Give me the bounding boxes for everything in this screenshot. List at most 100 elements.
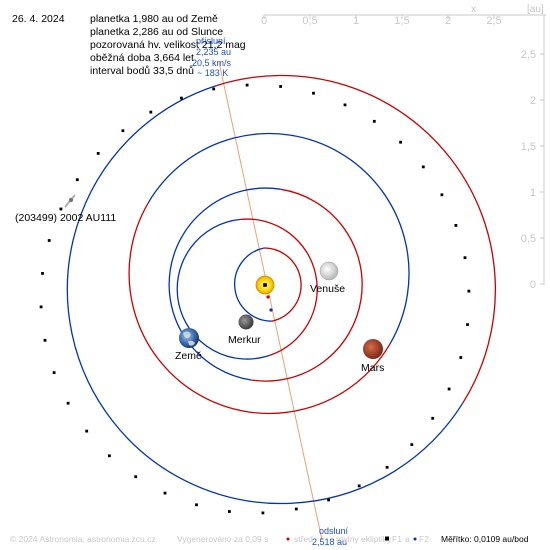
apsis-near-info: přísluní 2,235 au 20,5 km/s ~ 183 K — [192, 36, 232, 78]
asteroid-position-dot — [180, 96, 183, 100]
asteroid-position-dot — [343, 103, 347, 107]
asteroid-position-dot — [59, 207, 63, 211]
mars-orbit-blue — [147, 132, 410, 345]
right-axis-tick-label: 2,5 — [521, 49, 536, 61]
asteroid-position-dot — [459, 356, 463, 359]
asteroid-position-dot — [52, 371, 56, 374]
apsis-far-distance: 2,518 au — [312, 537, 347, 547]
right-axis-ticks: 2,5 2 1,5 1 0,5 0 — [521, 49, 544, 291]
asteroid-position-dot — [294, 507, 298, 511]
earth-orbit-red — [251, 188, 363, 382]
sun-center-marker — [263, 283, 267, 287]
asteroid-position-dot — [149, 110, 153, 114]
legend-above-dot — [286, 537, 290, 541]
right-axis-tick-label: 1 — [530, 187, 536, 199]
earth-orbit-blue — [168, 187, 281, 381]
footer: © 2024 Astronomia, astronomia.zcu.cz Vyg… — [10, 534, 529, 544]
right-axis-tick-label: 1,5 — [521, 141, 536, 153]
asteroid-position-dot — [279, 85, 282, 88]
right-axis-tick-label: 0 — [530, 279, 536, 291]
asteroid-position-dot — [463, 256, 467, 260]
asteroid-position-dot — [212, 87, 216, 91]
info-line: pozorovaná hv. velikost 21,2 mag — [90, 39, 246, 51]
asteroid-position-dot — [43, 338, 47, 342]
mars-label: Mars — [361, 362, 384, 374]
asteroid-position-dot — [372, 119, 376, 123]
asteroid-label: (203499) 2002 AU111 — [15, 212, 116, 224]
asteroid-position-dot — [47, 239, 51, 242]
asteroid-position-dot — [228, 510, 231, 513]
asteroid-position-dot — [245, 83, 249, 87]
info-line: planetka 2,286 au od Slunce — [90, 26, 223, 38]
asteroid-position-dot — [431, 416, 435, 420]
asteroid-position-dot — [163, 491, 167, 495]
apsis-near-title: přísluní — [196, 36, 226, 46]
legend-f1-text: F1 — [392, 534, 402, 544]
asteroid-position-dot — [66, 401, 70, 405]
legend-a-text: a — [405, 534, 410, 544]
top-axis-tick-label: 2,5 — [486, 15, 501, 27]
venus-orbit-blue — [176, 218, 271, 360]
asteroid-position-dot — [39, 305, 43, 309]
asteroid-position-dot — [108, 454, 111, 458]
asteroid-position-dot — [261, 511, 265, 515]
top-axis-tick-label: 1,5 — [394, 15, 409, 27]
asteroid-position-dot — [440, 193, 444, 197]
info-block: planetka 1,980 au od Země planetka 2,286… — [90, 13, 246, 77]
apsis-line — [218, 61, 323, 541]
asteroid-position-dot — [399, 140, 402, 144]
asteroid-position-dot — [85, 429, 89, 433]
apsis-far-info: odsluní 2,518 au — [312, 526, 349, 547]
scale-text: Měřítko: 0,0109 au/bod — [441, 534, 529, 544]
asteroid-position-dot — [467, 289, 471, 293]
top-axis-tick-label: 0,5 — [302, 15, 317, 27]
asteroid-position-dots — [39, 83, 471, 515]
top-axis-tick-label: 1 — [353, 15, 359, 27]
asteroid-position-dot — [410, 443, 414, 446]
top-axis-tick-label: 2 — [445, 15, 451, 27]
asteroid-position-dot — [134, 475, 138, 479]
asteroid-position-dot — [466, 323, 469, 326]
venus-icon — [319, 261, 339, 281]
mercury-orbit-blue — [234, 247, 272, 322]
apsis-near-distance: 2,235 au — [196, 47, 231, 57]
info-line: interval bodů 33,5 dnů — [90, 65, 194, 77]
asteroid-position-dot — [96, 152, 100, 155]
asteroid-position-dot — [421, 165, 425, 169]
asteroid-icon — [64, 194, 76, 208]
asteroid-position-dot — [447, 387, 451, 391]
asteroid-orbit-above — [216, 74, 497, 404]
info-line: oběžná doba 3,664 let — [90, 52, 194, 64]
asteroid-position-dot — [41, 272, 44, 275]
generated-time-text: Vygenerováno za 0,09 s — [177, 534, 268, 544]
legend-plane-text: roviny ekliptiky — [336, 534, 392, 544]
asteroid-position-dot — [357, 484, 361, 488]
legend-mid-text: střed — [294, 534, 313, 544]
apsis-near-temp: ~ 183 K — [197, 68, 228, 78]
earth-icon — [179, 328, 199, 348]
info-line: planetka 1,980 au od Země — [90, 13, 218, 25]
legend-below-dot — [413, 537, 417, 541]
asteroid-position-dot — [327, 498, 330, 502]
mercury-icon — [238, 314, 254, 330]
focus-f1-marker — [266, 295, 270, 299]
apsis-near-speed: 20,5 km/s — [192, 58, 232, 68]
mercury-orbit-red — [263, 247, 302, 322]
top-axis-ticks: 0 0,5 1 1,5 2 2,5 — [261, 15, 502, 27]
asteroid-position-dot — [121, 129, 125, 133]
mars-icon — [363, 339, 383, 359]
earth-label: Země — [175, 350, 202, 362]
right-axis-tick-label: 0,5 — [521, 233, 536, 245]
x-axis-label: x — [471, 4, 476, 15]
asteroid-orbit-below — [66, 84, 464, 505]
right-axis-tick-label: 2 — [530, 95, 536, 107]
legend-f2-text: F2 — [419, 534, 429, 544]
legend-sun-marker — [385, 536, 389, 541]
asteroid-position-dot — [195, 503, 198, 507]
top-axis-tick-label: 0 — [261, 15, 267, 27]
focus-f2-marker — [269, 308, 273, 312]
date-label: 26. 4. 2024 — [12, 13, 65, 25]
axis-unit-label: [au] — [527, 4, 544, 15]
asteroid-position-dot — [454, 224, 458, 227]
